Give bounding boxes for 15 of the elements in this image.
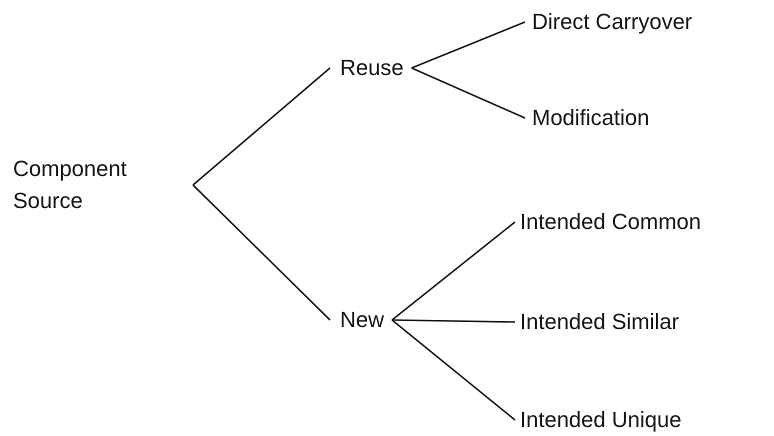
node-label: Direct Carryover xyxy=(532,8,692,36)
connector-line xyxy=(392,319,516,323)
connector-line xyxy=(411,67,526,119)
connector-line xyxy=(192,184,331,321)
connector-line xyxy=(392,319,516,421)
node-label: New xyxy=(340,306,384,334)
connector-line xyxy=(392,221,516,321)
connector-line xyxy=(411,21,526,69)
connector-line xyxy=(192,67,331,186)
node-label: Intended Common xyxy=(520,208,701,236)
node-label: Modification xyxy=(532,104,650,132)
node-label: Reuse xyxy=(340,54,404,82)
node-label: Intended Similar xyxy=(520,308,679,336)
node-label: Intended Unique xyxy=(520,406,682,434)
node-label: Component Source xyxy=(13,155,128,215)
